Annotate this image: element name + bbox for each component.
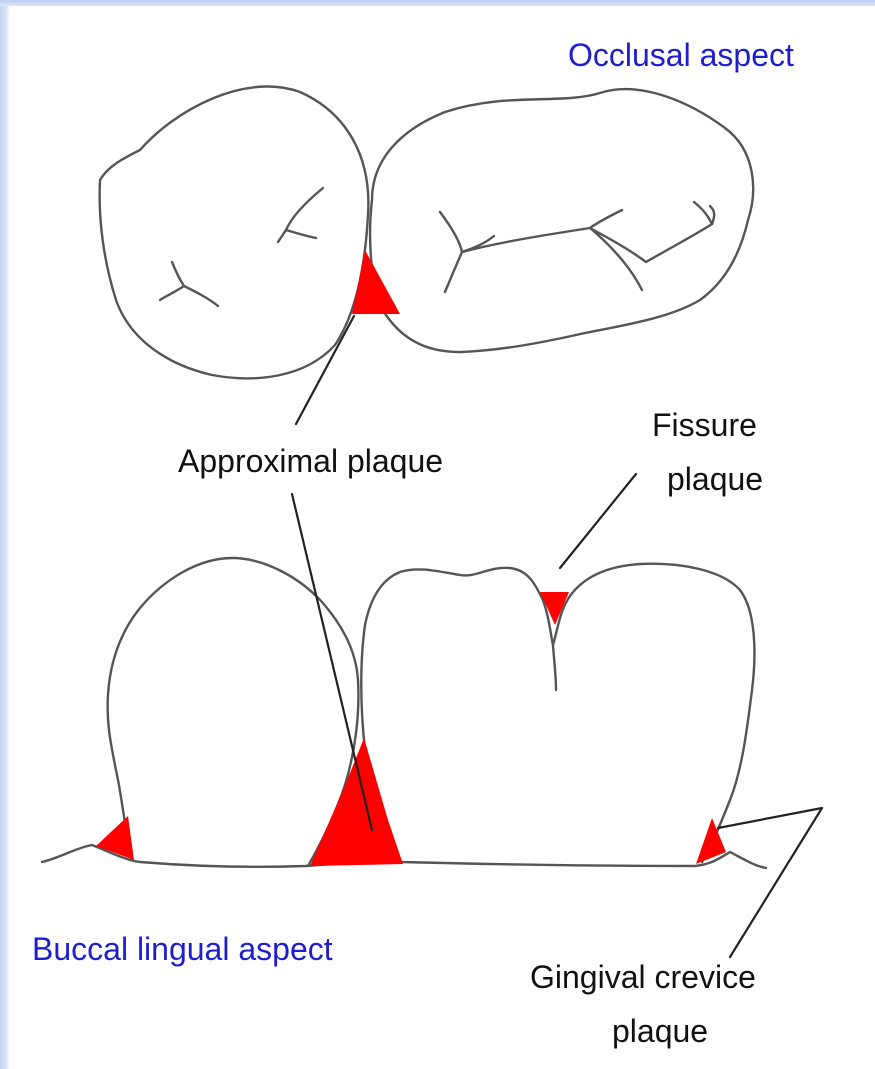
buccal-right-fissure — [553, 645, 556, 690]
fissure-plaque-label-line1: Fissure — [652, 407, 757, 443]
gingival-crevice-label-line2: plaque — [612, 1013, 708, 1049]
approximal-plaque-buccal — [310, 738, 403, 866]
occlusal-right-tooth — [370, 89, 753, 352]
occlusal-view — [100, 86, 754, 378]
approximal-leader-bottom — [292, 494, 372, 830]
fissure-plaque-label-line2: plaque — [667, 461, 763, 497]
buccal-lingual-aspect-label: Buccal lingual aspect — [32, 931, 333, 967]
approximal-leader-top — [296, 316, 354, 424]
occlusal-aspect-label: Occlusal aspect — [568, 37, 794, 73]
gingival-leader-1 — [718, 808, 822, 828]
occlusal-left-fissure-1 — [278, 188, 323, 242]
occlusal-left-tooth — [100, 86, 369, 378]
occlusal-left-fissure-2 — [160, 262, 218, 306]
approximal-plaque-label: Approximal plaque — [178, 443, 443, 479]
buccal-left-crown — [108, 558, 359, 866]
approximal-plaque-occlusal — [352, 250, 400, 314]
gingival-crevice-label-line1: Gingival crevice — [530, 959, 756, 995]
gingival-leader-2 — [730, 808, 822, 957]
occlusal-right-fissure-main — [440, 212, 712, 262]
buccal-view — [42, 558, 766, 868]
gum-line — [42, 845, 766, 868]
fissure-leader — [560, 474, 636, 568]
